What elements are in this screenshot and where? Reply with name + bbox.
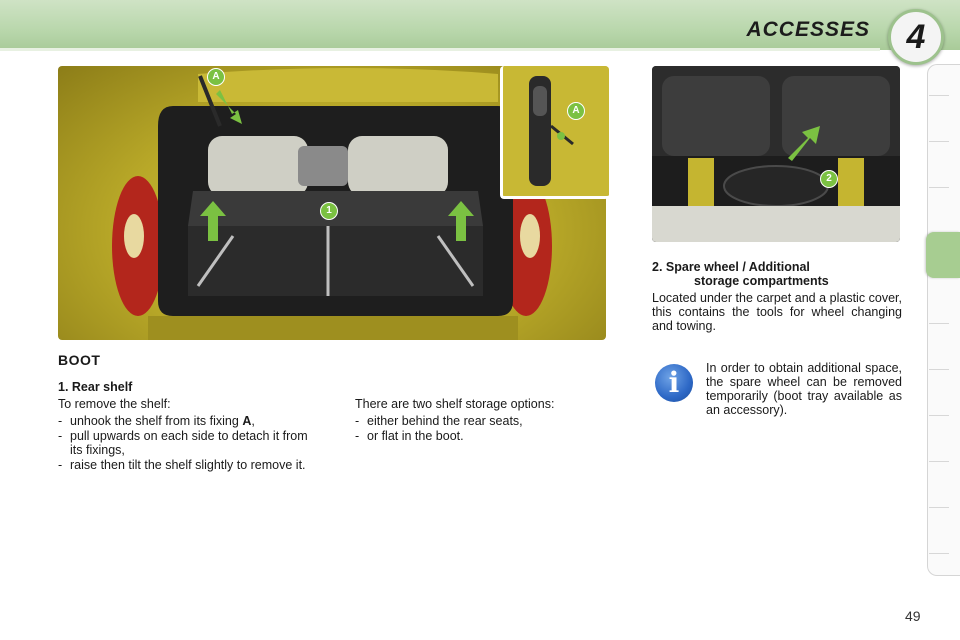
chapter-tab-4-active[interactable] [926,232,960,278]
callout-2: 2 [820,170,838,188]
section-heading-boot: BOOT [58,352,101,368]
unhook-arrow [216,90,242,124]
rear-shelf-instructions: To remove the shelf: unhook the shelf fr… [58,397,313,473]
chapter-tab-8[interactable] [929,461,949,462]
spare-wheel-title: 2. Spare wheel / Additional storage comp… [652,260,829,288]
chapter-tab-1[interactable] [929,95,949,96]
rear-shelf-steps: unhook the shelf from its fixing A, pull… [58,414,313,472]
shelf-fixing-detail-photo: A [500,66,609,199]
car-boot-illustration [112,68,552,340]
storage-options-list: either behind the rear seats, or flat in… [355,414,610,443]
header-divider [0,48,880,51]
callout-a-detail: A [567,102,585,120]
chapter-tab-rail [927,64,960,576]
shelf-storage-options: There are two shelf storage options: eit… [355,397,610,444]
chapter-number-badge: 4 [888,9,944,65]
page-number: 49 [905,608,921,624]
callout-a-main: A [207,68,225,86]
lift-arrow-right [448,201,474,241]
rear-shelf-step-1: unhook the shelf from its fixing A, [58,414,313,428]
info-note-text: In order to obtain additional space, the… [706,361,902,417]
storage-options-intro: There are two shelf storage options: [355,397,555,411]
chapter-tab-7[interactable] [929,415,949,416]
rear-shelf-title: 1. Rear shelf [58,380,133,394]
chapter-tab-3[interactable] [929,187,949,188]
header-band [0,0,960,50]
callout-1: 1 [320,202,338,220]
storage-option-2: or flat in the boot. [355,429,610,443]
lift-arrow-left [200,201,226,241]
rear-shelf-intro: To remove the shelf: [58,397,171,411]
boot-rear-shelf-photo: A 1 [58,66,606,340]
floor-arrow [788,126,820,161]
chapter-tab-6[interactable] [929,369,949,370]
fixing-detail-illustration [503,66,609,196]
rear-shelf-step-3: raise then tilt the shelf slightly to re… [58,458,313,472]
storage-option-1: either behind the rear seats, [355,414,610,428]
chapter-tab-2[interactable] [929,141,949,142]
chapter-title: ACCESSES [746,18,870,41]
info-icon: i [655,364,693,402]
boot-floor-photo: 2 [652,66,900,242]
boot-floor-illustration [652,66,900,242]
chapter-tab-9[interactable] [929,507,949,508]
spare-wheel-body: Located under the carpet and a plastic c… [652,291,902,333]
rear-shelf-step-2: pull upwards on each side to detach it f… [58,429,313,457]
chapter-tab-10[interactable] [929,553,949,554]
chapter-tab-5[interactable] [929,323,949,324]
